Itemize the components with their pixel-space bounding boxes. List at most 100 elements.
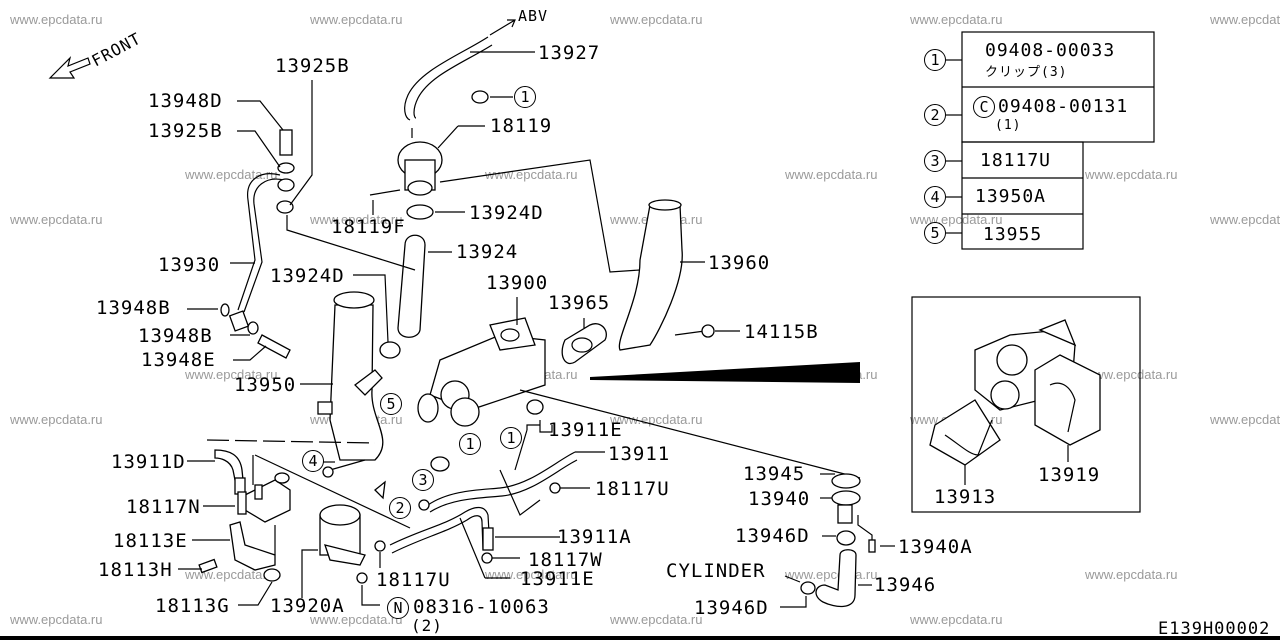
callout-13948E[interactable]: 13948E [141,349,216,371]
abv-label: ABV [518,7,549,25]
watermark: www.epcdata.ru [910,12,1003,27]
legend-part-no[interactable]: 09408-00033 [985,40,1116,61]
callout-13925B[interactable]: 13925B [148,120,223,142]
watermark: www.epcdata.ru [610,12,703,27]
watermark: www.epcdata.ru [1210,212,1280,227]
callout-18117U-right[interactable]: 18117U [595,478,670,500]
watermark: www.epcdata.ru [1085,567,1178,582]
watermark: www.epcdata.ru [10,212,103,227]
legend-part-no[interactable]: 13955 [983,224,1043,245]
watermark: www.epcdata.ru [1210,12,1280,27]
callout-13913[interactable]: 13913 [934,486,997,508]
n-prefix-icon: N [387,597,409,619]
callout-13927[interactable]: 13927 [538,42,601,64]
callout-13950[interactable]: 13950 [234,374,297,396]
diagram-code: E139H00002 [1158,619,1271,639]
callout-13940[interactable]: 13940 [748,488,811,510]
callout-13911D[interactable]: 13911D [111,451,186,473]
callout-13965[interactable]: 13965 [548,292,611,314]
callout-13960[interactable]: 13960 [708,252,771,274]
callout-13925B-top[interactable]: 13925B [275,55,350,77]
hose-13911A [389,506,491,554]
guide-line [206,439,376,444]
ref-circle: 5 [924,222,946,244]
callout-14115B[interactable]: 14115B [744,321,819,343]
callout-13946D-bottom[interactable]: 13946D [694,597,769,619]
callout-18113E[interactable]: 18113E [113,530,188,552]
legend-note: クリップ(3) [985,65,1068,80]
legend-part-no[interactable]: 18117U [980,150,1052,171]
callout-18119[interactable]: 18119 [490,115,553,137]
pointer-bar [590,362,860,383]
watermark: www.epcdata.ru [310,612,403,627]
watermark: www.epcdata.ru [1085,367,1178,382]
callout-13919[interactable]: 13919 [1038,464,1101,486]
egr-valve-13900 [429,317,546,427]
watermark: www.epcdata.ru [310,212,403,227]
watermark: www.epcdata.ru [910,612,1003,627]
callout-18113G[interactable]: 18113G [155,595,230,617]
abv-arrow-icon [489,19,516,36]
canister-13920A [319,504,366,566]
ref-circle-3[interactable]: 3 [412,469,434,491]
ref-circle: 4 [924,186,946,208]
callout-13948B-1[interactable]: 13948B [96,297,171,319]
ref-circle-2[interactable]: 2 [389,497,411,519]
detail-box [911,296,1141,513]
callout-13924[interactable]: 13924 [456,241,519,263]
callout-13911E-bottom[interactable]: 13911E [520,568,595,590]
copyright-c-icon: C [973,96,995,118]
callout-13911A[interactable]: 13911A [557,526,632,548]
callout-13946D-top[interactable]: 13946D [735,525,810,547]
ref-circle-4[interactable]: 4 [302,450,324,472]
cylinder-label: CYLINDER [666,560,766,582]
watermark: www.epcdata.ru [485,167,578,182]
callout-13920A[interactable]: 13920A [270,595,345,617]
detail-egr-illustration [929,319,1101,466]
callout-08316-10063[interactable]: 08316-10063 [413,596,550,618]
valve-18119 [397,128,443,196]
legend-part-no[interactable]: 09408-00131 [998,96,1129,117]
ref-circle: 2 [924,104,946,126]
hose-13946 [815,549,857,608]
legend-part-no[interactable]: 13950A [975,186,1047,207]
callout-18113H[interactable]: 18113H [98,559,173,581]
callout-13911[interactable]: 13911 [608,443,671,465]
clip-icon [471,90,513,104]
callout-18117U-bottom[interactable]: 18117U [376,569,451,591]
callout-13924D-top[interactable]: 13924D [469,202,544,224]
watermark: www.epcdata.ru [610,612,703,627]
callout-13900[interactable]: 13900 [486,272,549,294]
callout-13940A[interactable]: 13940A [898,536,973,558]
callout-18117W[interactable]: 18117W [528,549,603,571]
watermark: www.epcdata.ru [1210,412,1280,427]
ref-circle: 1 [924,49,946,71]
watermark: www.epcdata.ru [185,367,278,382]
watermark: www.epcdata.ru [785,167,878,182]
front-arrow-icon [48,56,91,79]
callout-13948D[interactable]: 13948D [148,90,223,112]
watermark: www.epcdata.ru [10,612,103,627]
ref-circle-1[interactable]: 1 [514,86,536,108]
watermark: www.epcdata.ru [10,12,103,27]
legend-table-lines [946,31,1155,250]
callout-13930[interactable]: 13930 [158,254,221,276]
callout-13946[interactable]: 13946 [874,574,937,596]
pipe-13950 [317,291,384,461]
watermark: www.epcdata.ru [310,12,403,27]
callout-13911E-top[interactable]: 13911E [548,419,623,441]
ref-circle-5[interactable]: 5 [380,393,402,415]
watermark: www.epcdata.ru [10,412,103,427]
callout-18117N[interactable]: 18117N [126,496,201,518]
callout-18119F[interactable]: 18119F [331,216,406,238]
callout-13948B-2[interactable]: 13948B [138,325,213,347]
callout-13945[interactable]: 13945 [743,463,806,485]
callout-13924D-mid[interactable]: 13924D [270,265,345,287]
solenoid-18117N [237,472,291,523]
pipe-13930 [237,173,285,313]
ref-circle-1[interactable]: 1 [459,433,481,455]
hose-13911 [427,451,578,513]
ref-circle-1[interactable]: 1 [500,427,522,449]
